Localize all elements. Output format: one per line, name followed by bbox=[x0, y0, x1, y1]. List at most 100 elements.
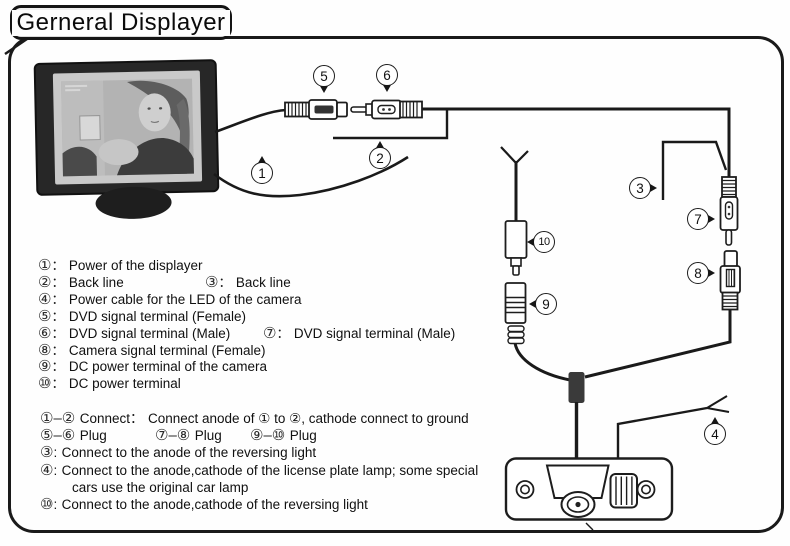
callout-8-arrow-icon bbox=[707, 269, 715, 277]
callout-5: 5 bbox=[313, 65, 335, 93]
note-plug-3-pair: ⑨–⑩ bbox=[250, 427, 286, 445]
monitor-base bbox=[95, 186, 172, 219]
cable-power-of-displayer bbox=[213, 155, 409, 198]
diagram-border bbox=[8, 36, 784, 533]
cable-monitor-to-dvd-female bbox=[214, 108, 287, 134]
note-plug-1: ⑤–⑥ Plug bbox=[40, 427, 155, 444]
legend-sep: ： bbox=[51, 359, 65, 375]
note-plug-1-pair: ⑤–⑥ bbox=[40, 427, 76, 445]
cable-connector9-to-junction bbox=[513, 342, 571, 382]
note-plug-3-verb: Plug bbox=[289, 428, 317, 444]
callout-7: 7 bbox=[687, 208, 715, 230]
callout-4-number: 4 bbox=[711, 426, 719, 442]
tab-fold-line bbox=[4, 37, 28, 56]
note-4-cont-text: cars use the original car lamp bbox=[72, 479, 249, 495]
note-4-num: ④ bbox=[40, 461, 54, 479]
legend-num-2: ② bbox=[38, 273, 52, 291]
note-3-text: Connect to the anode of the reversing li… bbox=[61, 445, 317, 461]
camera-illustration bbox=[504, 457, 674, 521]
note-3-num: ③ bbox=[40, 444, 54, 462]
callout-6-number: 6 bbox=[383, 67, 391, 83]
legend-col-left: ⑥： DVD signal terminal (Male) bbox=[38, 325, 263, 343]
callout-3-number: 3 bbox=[636, 180, 644, 196]
legend-num-5: ⑤ bbox=[38, 307, 52, 325]
callout-7-arrow-icon bbox=[707, 215, 715, 223]
note-10-sep: : bbox=[53, 497, 58, 513]
connector-8-camera-female bbox=[719, 250, 741, 311]
legend-num-8: ⑧ bbox=[38, 341, 52, 359]
wire-fork-dc-power bbox=[500, 146, 529, 165]
callout-1: 1 bbox=[251, 156, 273, 184]
note-plug-2-verb: Plug bbox=[194, 428, 222, 444]
page-title: Gerneral Displayer bbox=[12, 9, 230, 36]
note-plug-2-pair: ⑦–⑧ bbox=[155, 427, 191, 445]
legend-sep: ： bbox=[51, 258, 65, 273]
callout-4: 4 bbox=[704, 417, 726, 445]
callout-9: 9 bbox=[529, 293, 557, 315]
note-plug-2: ⑦–⑧ Plug bbox=[155, 427, 250, 444]
callout-2: 2 bbox=[369, 141, 391, 169]
legend-sep: ： bbox=[51, 325, 65, 341]
photo-face-shape bbox=[138, 93, 171, 132]
note-connect: ①–② Connect： Connect anode of ① to ②, ca… bbox=[40, 410, 520, 427]
legend-row-4: ⑤： DVD signal terminal (Female) bbox=[38, 307, 508, 326]
callout-5-number: 5 bbox=[320, 68, 328, 84]
camera-tick-mark bbox=[585, 522, 594, 531]
legend-num-7: ⑦ bbox=[263, 324, 277, 342]
callout-1-arrow-icon bbox=[258, 156, 266, 164]
callout-8: 8 bbox=[687, 262, 715, 284]
cable-connector8-to-junction bbox=[584, 309, 732, 379]
note-connect-pair: ①–② bbox=[40, 410, 76, 427]
callout-7-number: 7 bbox=[694, 211, 702, 227]
camera-grille bbox=[609, 473, 638, 509]
legend-row-8: ⑩： DC power terminal bbox=[38, 375, 508, 393]
legend-text-9: DC power terminal of the camera bbox=[68, 359, 267, 375]
note-connect-desc: Connect anode of ① to ②, cathode connect… bbox=[147, 411, 469, 426]
legend-sep: ： bbox=[51, 342, 65, 358]
callout-8-number: 8 bbox=[694, 265, 702, 281]
legend-text-2: Back line bbox=[68, 274, 124, 290]
legend-num-1: ① bbox=[38, 257, 52, 274]
camera-housing bbox=[545, 464, 610, 499]
photo-hair-shape bbox=[127, 80, 189, 134]
note-10-text: Connect to the anode,cathode of the reve… bbox=[61, 497, 368, 513]
legend-text-6: DVD signal terminal (Male) bbox=[68, 325, 231, 341]
back-line-2 bbox=[333, 109, 449, 140]
callout-6: 6 bbox=[376, 64, 398, 92]
legend-sep: ： bbox=[276, 325, 290, 341]
note-10: ⑩: Connect to the anode,cathode of the r… bbox=[40, 496, 520, 513]
legend-text-7: DVD signal terminal (Male) bbox=[293, 325, 456, 341]
callout-9-arrow-icon bbox=[529, 300, 537, 308]
callout-2-number: 2 bbox=[376, 150, 384, 166]
callout-5-arrow-icon bbox=[320, 85, 328, 93]
note-3-sep: : bbox=[53, 445, 58, 461]
monitor-illustration bbox=[33, 59, 220, 219]
legend-row-6: ⑧： Camera signal terminal (Female) bbox=[38, 341, 508, 360]
callout-3: 3 bbox=[629, 177, 657, 199]
photo-inset-rect bbox=[79, 115, 101, 141]
legend-text-3: Back line bbox=[235, 274, 291, 290]
connector-5-dvd-female bbox=[284, 99, 348, 120]
legend-text-1: Power of the displayer bbox=[68, 258, 203, 273]
note-4-text: Connect to the anode,cathode of the lice… bbox=[61, 462, 479, 478]
monitor-screen-photo bbox=[61, 78, 194, 177]
callout-10: 10 bbox=[527, 231, 555, 253]
legend-num-9: ⑨ bbox=[38, 358, 52, 376]
legend-num-3: ③ bbox=[205, 273, 219, 291]
back-line-3 bbox=[661, 140, 728, 200]
legend-text-4: Power cable for the LED of the camera bbox=[68, 291, 302, 307]
note-3: ③: Connect to the anode of the reversing… bbox=[40, 444, 520, 461]
wire-led-power bbox=[616, 406, 708, 459]
callout-10-number: 10 bbox=[538, 236, 550, 248]
callout-9-number: 9 bbox=[542, 296, 550, 312]
legend-row-3: ④： Power cable for the LED of the camera bbox=[38, 291, 508, 309]
connector-7-dvd-male bbox=[719, 176, 739, 246]
callout-6-arrow-icon bbox=[383, 84, 391, 92]
legend-num-10: ⑩ bbox=[38, 375, 52, 393]
legend-row-7: ⑨： DC power terminal of the camera bbox=[38, 358, 508, 376]
